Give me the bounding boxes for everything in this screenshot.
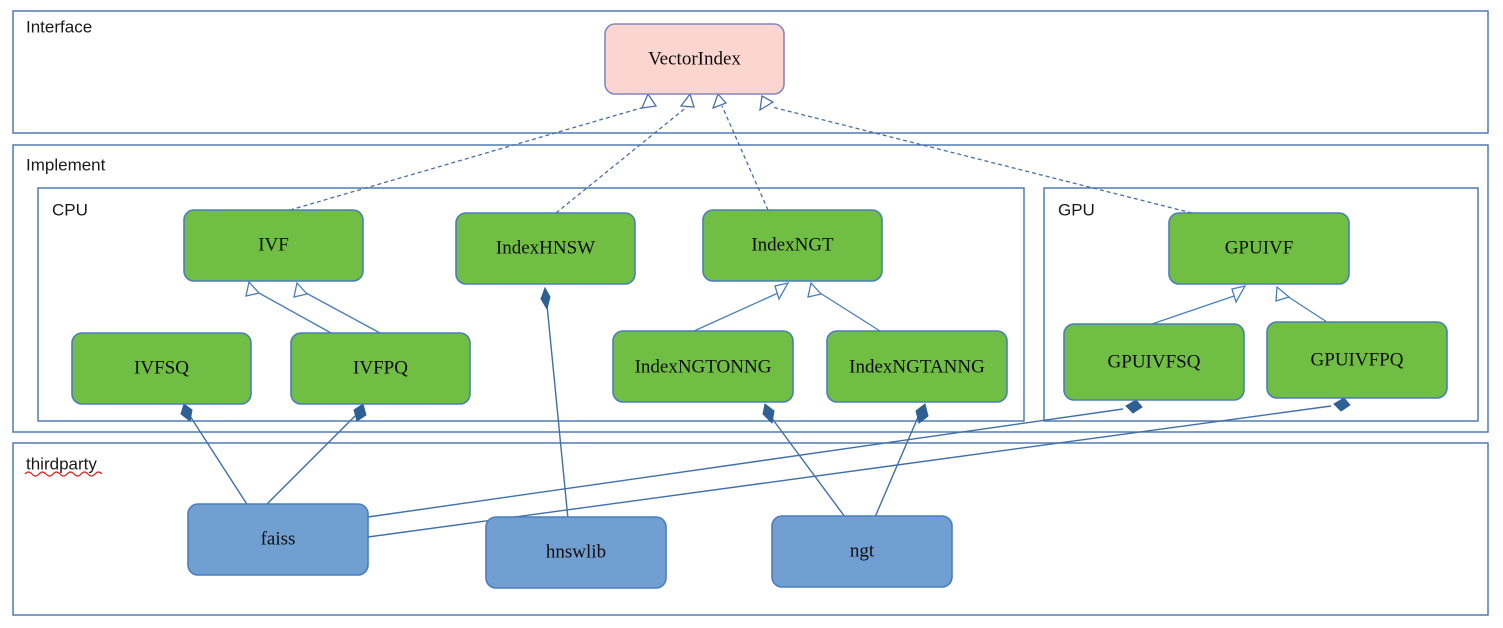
node-box-vectorindex[interactable] [604,23,785,95]
node-ngt[interactable]: ngt [771,515,953,588]
node-box-indexngt[interactable] [702,209,883,282]
node-label-ivfpq: IVFPQ [353,357,408,378]
node-vectorindex[interactable]: VectorIndex [604,23,785,95]
node-indexngtanng[interactable]: IndexNGTANNG [826,330,1008,403]
node-label-gpuivf: GPUIVF [1225,237,1294,258]
edge-indexhnsw-to-vectorindex [555,92,695,214]
group-label-thirdparty: thirdparty [26,454,97,473]
edge-indexngtonng-to-indexngt [693,282,790,332]
spellcheck-underline-thirdparty [24,471,103,477]
node-label-ngt: ngt [850,540,875,561]
node-indexngt[interactable]: IndexNGT [702,209,883,282]
edge-ngt-to-indexngtanng [874,403,929,518]
group-label-cpu: CPU [52,200,88,219]
edge-faiss-to-ivfsq [180,403,251,510]
node-label-indexhnsw: IndexHNSW [496,237,595,258]
edge-indexngtanng-to-indexngt [807,281,881,332]
node-box-ivfpq[interactable] [290,332,471,405]
node-label-indexngtonng: IndexNGTONNG [635,356,772,377]
node-ivfpq[interactable]: IVFPQ [290,332,471,405]
edge-faiss-to-gpuivfsq [367,399,1143,518]
edge-faiss-to-gpuivfpq [367,397,1351,538]
group-label-interface: Interface [26,17,92,36]
node-box-gpuivf[interactable] [1168,212,1350,285]
node-label-ivf: IVF [258,234,289,255]
edge-gpuivfsq-to-gpuivf [1151,285,1247,325]
node-box-ngt[interactable] [771,515,953,588]
node-label-indexngtanng: IndexNGTANNG [849,356,985,377]
edge-indexngt-to-vectorindex [711,92,769,211]
group-label-implement: Implement [26,155,106,174]
node-box-ivfsq[interactable] [71,332,252,405]
node-label-gpuivfsq: GPUIVFSQ [1108,351,1201,372]
node-indexhnsw[interactable]: IndexHNSW [455,212,636,285]
node-label-ivfsq: IVFSQ [134,357,189,378]
node-ivf[interactable]: IVF [183,209,364,282]
node-label-indexngt: IndexNGT [751,234,834,255]
group-label-gpu: GPU [1058,200,1095,219]
edge-faiss-to-ivfpq [261,403,367,510]
node-gpuivfpq[interactable]: GPUIVFPQ [1266,321,1448,399]
node-label-gpuivfpq: GPUIVFPQ [1311,349,1404,370]
node-label-hnswlib: hnswlib [546,541,606,562]
node-box-gpuivfpq[interactable] [1266,321,1448,399]
node-box-indexngtanng[interactable] [826,330,1008,403]
node-label-vectorindex: VectorIndex [648,48,741,69]
edge-hnswlib-to-indexhnsw [540,286,569,520]
edge-ngt-to-indexngtonng [762,403,846,518]
node-box-ivf[interactable] [183,209,364,282]
node-box-gpuivfsq[interactable] [1063,323,1245,401]
node-indexngtonng[interactable]: IndexNGTONNG [612,330,794,403]
edge-ivfsq-to-ivf [245,280,332,334]
node-box-indexngtonng[interactable] [612,330,794,403]
node-box-hnswlib[interactable] [485,516,667,589]
node-box-indexhnsw[interactable] [455,212,636,285]
node-gpuivf[interactable]: GPUIVF [1168,212,1350,285]
edge-gpuivfpq-to-gpuivf [1275,285,1331,325]
edge-ivf-to-vectorindex [289,92,658,211]
node-gpuivfsq[interactable]: GPUIVFSQ [1063,323,1245,401]
node-ivfsq[interactable]: IVFSQ [71,332,252,405]
node-hnswlib[interactable]: hnswlib [485,516,667,589]
edge-ivfpq-to-ivf [293,281,381,334]
node-faiss[interactable]: faiss [187,503,369,576]
edge-gpuivf-to-vectorindex [759,94,1193,214]
node-label-faiss: faiss [261,528,296,549]
node-box-faiss[interactable] [187,503,369,576]
